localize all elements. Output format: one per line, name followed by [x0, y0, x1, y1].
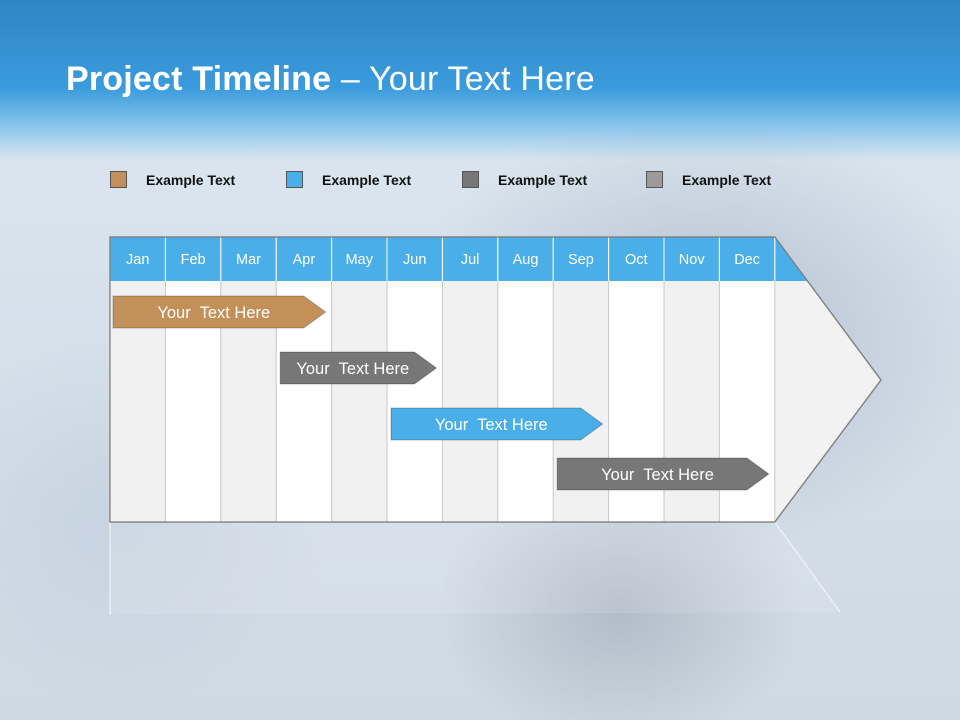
task-label: Your Text Here: [601, 466, 714, 484]
month-column: [387, 281, 443, 522]
month-label: Dec: [734, 252, 760, 268]
month-label: May: [346, 252, 374, 268]
task-arrow: [556, 457, 770, 491]
task-arrow: [390, 407, 604, 441]
timeline-arrow-outline: [109, 236, 882, 523]
month-label: Mar: [236, 252, 261, 268]
task-label: Your Text Here: [296, 360, 409, 378]
legend: Example Text Example Text Example Text E…: [0, 170, 960, 194]
month-label: Oct: [625, 252, 648, 268]
month-column: [442, 281, 498, 522]
legend-swatch: [286, 171, 303, 188]
month-label: Feb: [181, 252, 206, 268]
reflection-shadow: [110, 522, 840, 615]
month-header-band: [110, 237, 808, 281]
slide-title-rest: – Your Text Here: [331, 60, 595, 98]
month-label: Apr: [293, 252, 316, 268]
month-column: [497, 281, 554, 522]
task-label: Your Text Here: [435, 416, 548, 434]
legend-swatch: [110, 171, 127, 188]
legend-label: Example Text: [682, 172, 772, 188]
reflection-line: [109, 521, 841, 615]
month-label: Aug: [513, 252, 539, 268]
task-arrow: [112, 295, 327, 329]
month-label: Jul: [461, 252, 480, 268]
legend-swatch: [462, 171, 479, 188]
month-column: [331, 281, 387, 522]
month-label: Nov: [679, 252, 706, 268]
slide-title: Project Timeline – Your Text Here: [66, 60, 595, 99]
month-label: Jun: [403, 252, 426, 268]
month-label: Jan: [126, 252, 149, 268]
slide-title-bold: Project Timeline: [66, 60, 332, 98]
legend-label: Example Text: [322, 172, 412, 188]
legend-swatch: [646, 171, 663, 188]
task-label: Your Text Here: [157, 304, 270, 322]
header-band: [0, 0, 960, 160]
month-label: Sep: [568, 252, 594, 268]
legend-label: Example Text: [498, 172, 588, 188]
legend-label: Example Text: [146, 172, 236, 188]
task-arrow: [279, 351, 438, 385]
